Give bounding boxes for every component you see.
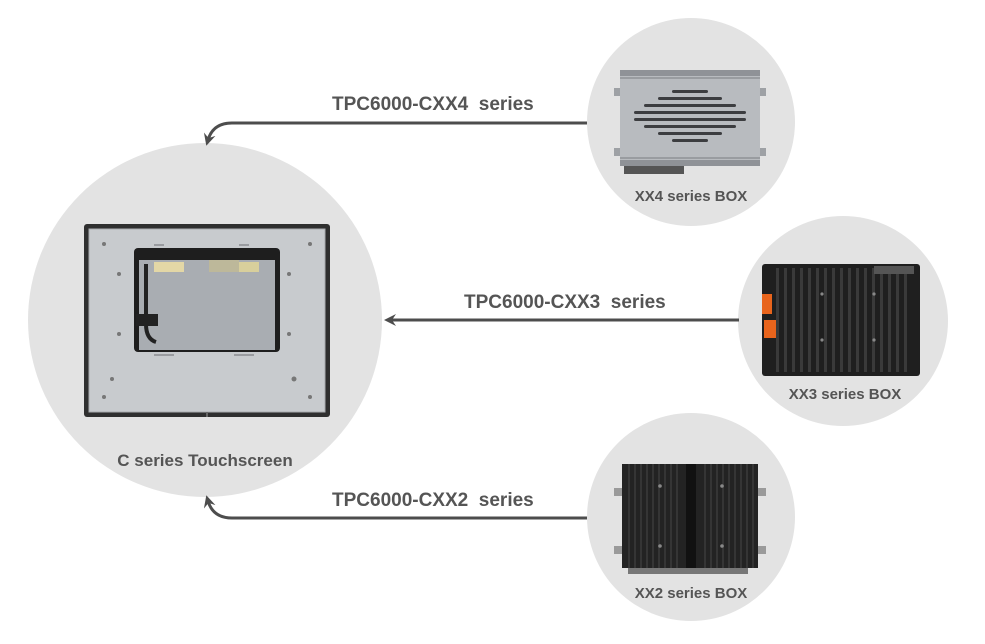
touchscreen-label: C series Touchscreen	[117, 451, 293, 470]
black-fanless-box-pc-image	[614, 464, 766, 574]
silver-box-pc-image	[614, 70, 766, 174]
xx2-arrow	[203, 495, 587, 520]
touchscreen-panel-back-image	[84, 224, 330, 417]
black-finned-box-pc-image	[762, 264, 920, 376]
xx4-route-label: TPC6000-CXX4 series	[332, 94, 534, 115]
xx2-route-label: TPC6000-CXX2 series	[332, 490, 534, 511]
xx4-arrow	[203, 121, 587, 146]
xx3-box-label: XX3 series BOX	[788, 386, 902, 403]
xx4-box-label: XX4 series BOX	[634, 188, 748, 205]
xx2-box-label: XX2 series BOX	[634, 585, 748, 602]
xx3-route-label: TPC6000-CXX3 series	[464, 292, 666, 313]
